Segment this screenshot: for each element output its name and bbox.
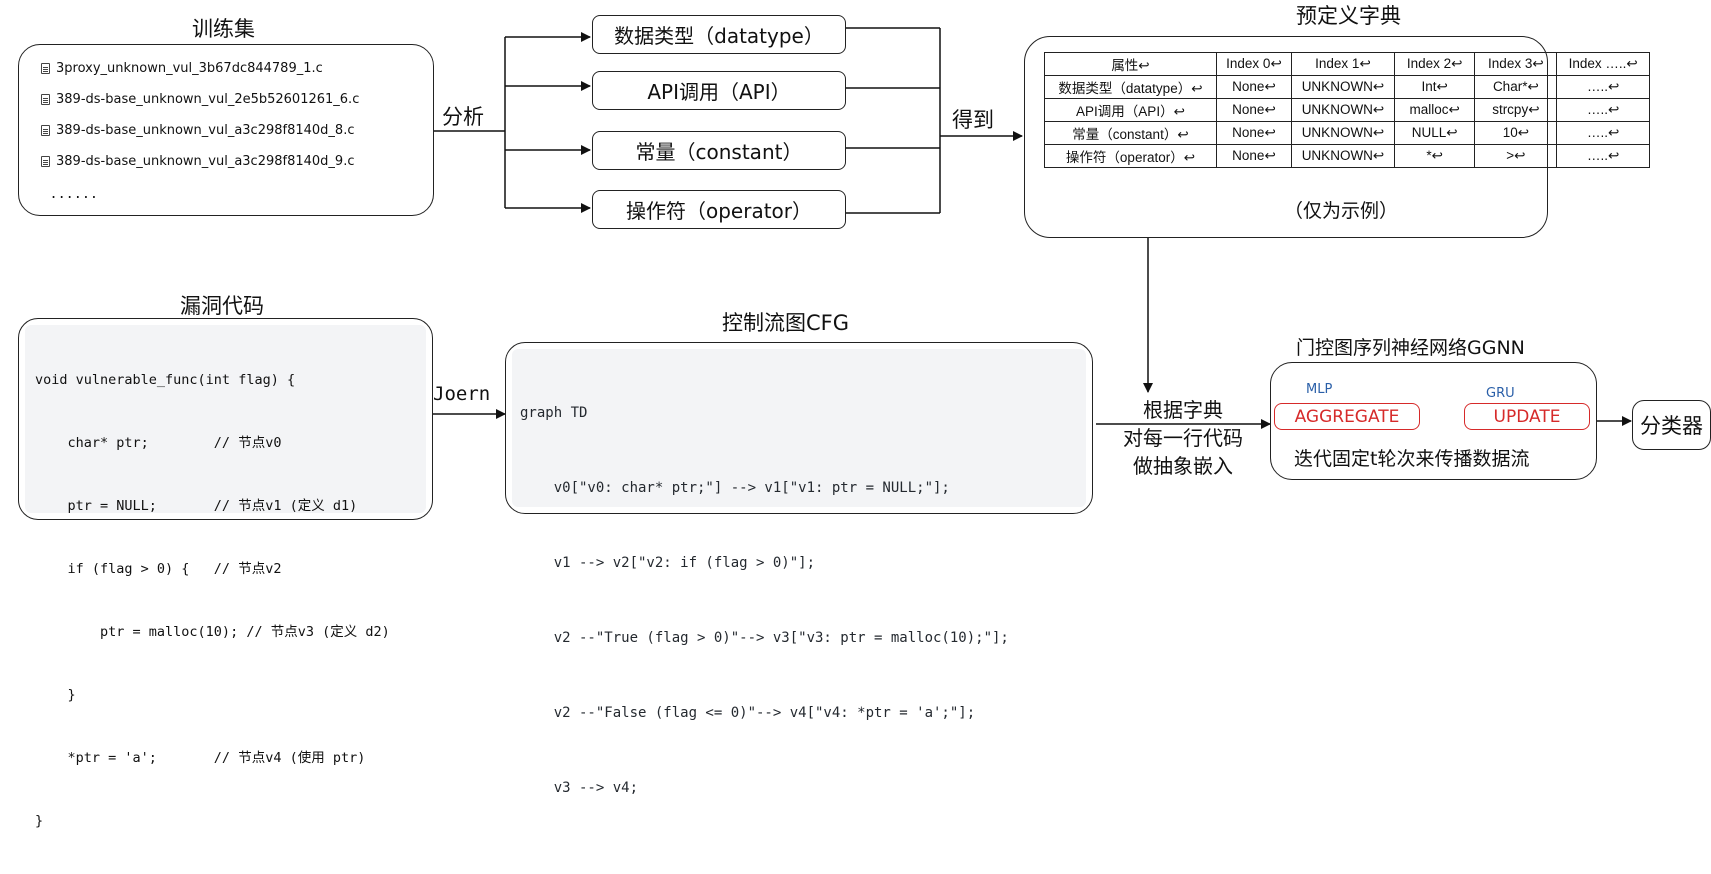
table-header-cell: Index 1↩ — [1291, 52, 1395, 76]
obtain-label: 得到 — [952, 108, 994, 132]
file-icon — [41, 125, 50, 136]
gru-label: GRU — [1486, 386, 1515, 401]
table-row: 常量（constant）↩ None↩ UNKNOWN↩ NULL↩ 10↩ …… — [1044, 121, 1650, 145]
table-row: API调用（API）↩ None↩ UNKNOWN↩ malloc↩ strcp… — [1044, 98, 1650, 122]
code-line: *ptr = 'a'; // 节点v4 (使用 ptr) — [35, 750, 366, 766]
mlp-label: MLP — [1306, 382, 1333, 397]
vuln-code-box: void vulnerable_func(int flag) { char* p… — [18, 318, 433, 829]
cfg-line: graph TD — [520, 405, 588, 421]
table-cell: strcpy↩ — [1474, 98, 1558, 122]
table-cell: …..↩ — [1556, 75, 1650, 99]
table-cell: None↩ — [1215, 144, 1293, 168]
table-cell: UNKNOWN↩ — [1291, 75, 1395, 99]
file-icon — [41, 94, 50, 105]
file-ellipsis: ...... — [51, 183, 100, 202]
table-cell: NULL↩ — [1393, 121, 1476, 145]
code-line: ptr = NULL; // 节点v1 (定义 d1) — [35, 498, 358, 514]
table-cell: API调用（API）↩ — [1044, 98, 1217, 122]
file-item: 3proxy_unknown_vul_3b67dc844789_1.c — [41, 53, 359, 84]
table-cell: >↩ — [1474, 144, 1558, 168]
table-cell: Int↩ — [1393, 75, 1476, 99]
update-box: UPDATE — [1464, 403, 1590, 430]
table-header-cell: Index 3↩ — [1474, 52, 1558, 76]
aggregate-box: AGGREGATE — [1274, 403, 1420, 430]
table-header-cell: Index …..↩ — [1556, 52, 1650, 76]
table-cell: None↩ — [1215, 121, 1293, 145]
code-line: void vulnerable_func(int flag) { — [35, 372, 296, 388]
table-cell: malloc↩ — [1393, 98, 1476, 122]
table-cell: UNKNOWN↩ — [1291, 144, 1395, 168]
file-item: 389-ds-base_unknown_vul_a3c298f8140d_8.c — [41, 115, 359, 146]
cfg-line: v1 --> v2["v2: if (flag > 0)"]; — [520, 555, 816, 571]
table-row: 数据类型（datatype）↩ None↩ UNKNOWN↩ Int↩ Char… — [1044, 75, 1650, 99]
cfg-code-block: graph TD v0["v0: char* ptr;"] --> v1["v1… — [520, 351, 1009, 851]
table-cell: 数据类型（datatype）↩ — [1044, 75, 1217, 99]
category-operator: 操作符（operator） — [592, 190, 846, 229]
cfg-line: v2 --"True (flag > 0)"--> v3["v3: ptr = … — [520, 630, 1009, 646]
file-icon — [41, 63, 50, 74]
code-line: ptr = malloc(10); // 节点v3 (定义 d2) — [35, 624, 390, 640]
table-cell: 常量（constant）↩ — [1044, 121, 1217, 145]
table-header-cell: Index 0↩ — [1215, 52, 1293, 76]
category-constant: 常量（constant） — [592, 131, 846, 170]
code-line: if (flag > 0) { // 节点v2 — [35, 561, 282, 577]
cfg-line: v3 --> v4; — [520, 780, 639, 796]
joern-label: Joern — [433, 383, 491, 405]
table-cell: 10↩ — [1474, 121, 1558, 145]
table-header-cell: 属性↩ — [1044, 52, 1217, 76]
cfg-line: v2 --"False (flag <= 0)"--> v4["v4: *ptr… — [520, 705, 976, 721]
cfg-title: 控制流图CFG — [722, 311, 850, 335]
analyze-label: 分析 — [442, 105, 484, 129]
category-api: API调用（API） — [592, 71, 846, 110]
cfg-box: graph TD v0["v0: char* ptr;"] --> v1["v1… — [505, 342, 1093, 796]
table-header-cell: Index 2↩ — [1393, 52, 1476, 76]
file-item: 389-ds-base_unknown_vul_a3c298f8140d_9.c — [41, 146, 359, 177]
ggnn-caption: 迭代固定t轮次来传播数据流 — [1294, 448, 1530, 470]
table-cell: UNKNOWN↩ — [1291, 121, 1395, 145]
training-set-box: 3proxy_unknown_vul_3b67dc844789_1.c 389-… — [18, 44, 434, 216]
training-set-title: 训练集 — [192, 17, 255, 41]
dictionary-note: （仅为示例） — [1284, 200, 1399, 222]
category-datatype: 数据类型（datatype） — [592, 15, 846, 54]
dictionary-title: 预定义字典 — [1296, 4, 1401, 28]
dictionary-table: 属性↩ Index 0↩ Index 1↩ Index 2↩ Index 3↩ … — [1044, 52, 1650, 168]
table-row: 操作符（operator）↩ None↩ UNKNOWN↩ *↩ >↩ …..↩ — [1044, 144, 1650, 168]
table-cell: …..↩ — [1556, 121, 1650, 145]
table-cell: UNKNOWN↩ — [1291, 98, 1395, 122]
ggnn-title: 门控图序列神经网络GGNN — [1296, 337, 1525, 359]
cfg-panel — [512, 349, 1086, 507]
table-cell: 操作符（operator）↩ — [1044, 144, 1217, 168]
table-cell: …..↩ — [1556, 144, 1650, 168]
table-cell: …..↩ — [1556, 98, 1650, 122]
code-line: } — [35, 687, 76, 703]
embed-label: 根据字典 对每一行代码 做抽象嵌入 — [1123, 398, 1243, 478]
code-panel — [25, 325, 426, 513]
classifier-box: 分类器 — [1632, 400, 1711, 450]
file-item: 389-ds-base_unknown_vul_2e5b52601261_6.c — [41, 84, 359, 115]
table-cell: None↩ — [1215, 75, 1293, 99]
code-block: void vulnerable_func(int flag) { char* p… — [35, 328, 390, 874]
code-line: } — [35, 813, 44, 829]
table-row: 属性↩ Index 0↩ Index 1↩ Index 2↩ Index 3↩ … — [1044, 52, 1650, 76]
code-line: char* ptr; // 节点v0 — [35, 435, 282, 451]
file-icon — [41, 156, 50, 167]
table-cell: None↩ — [1215, 98, 1293, 122]
table-cell: *↩ — [1393, 144, 1476, 168]
table-cell: Char*↩ — [1474, 75, 1558, 99]
cfg-line: v0["v0: char* ptr;"] --> v1["v1: ptr = N… — [520, 480, 950, 496]
vuln-code-title: 漏洞代码 — [180, 294, 264, 318]
